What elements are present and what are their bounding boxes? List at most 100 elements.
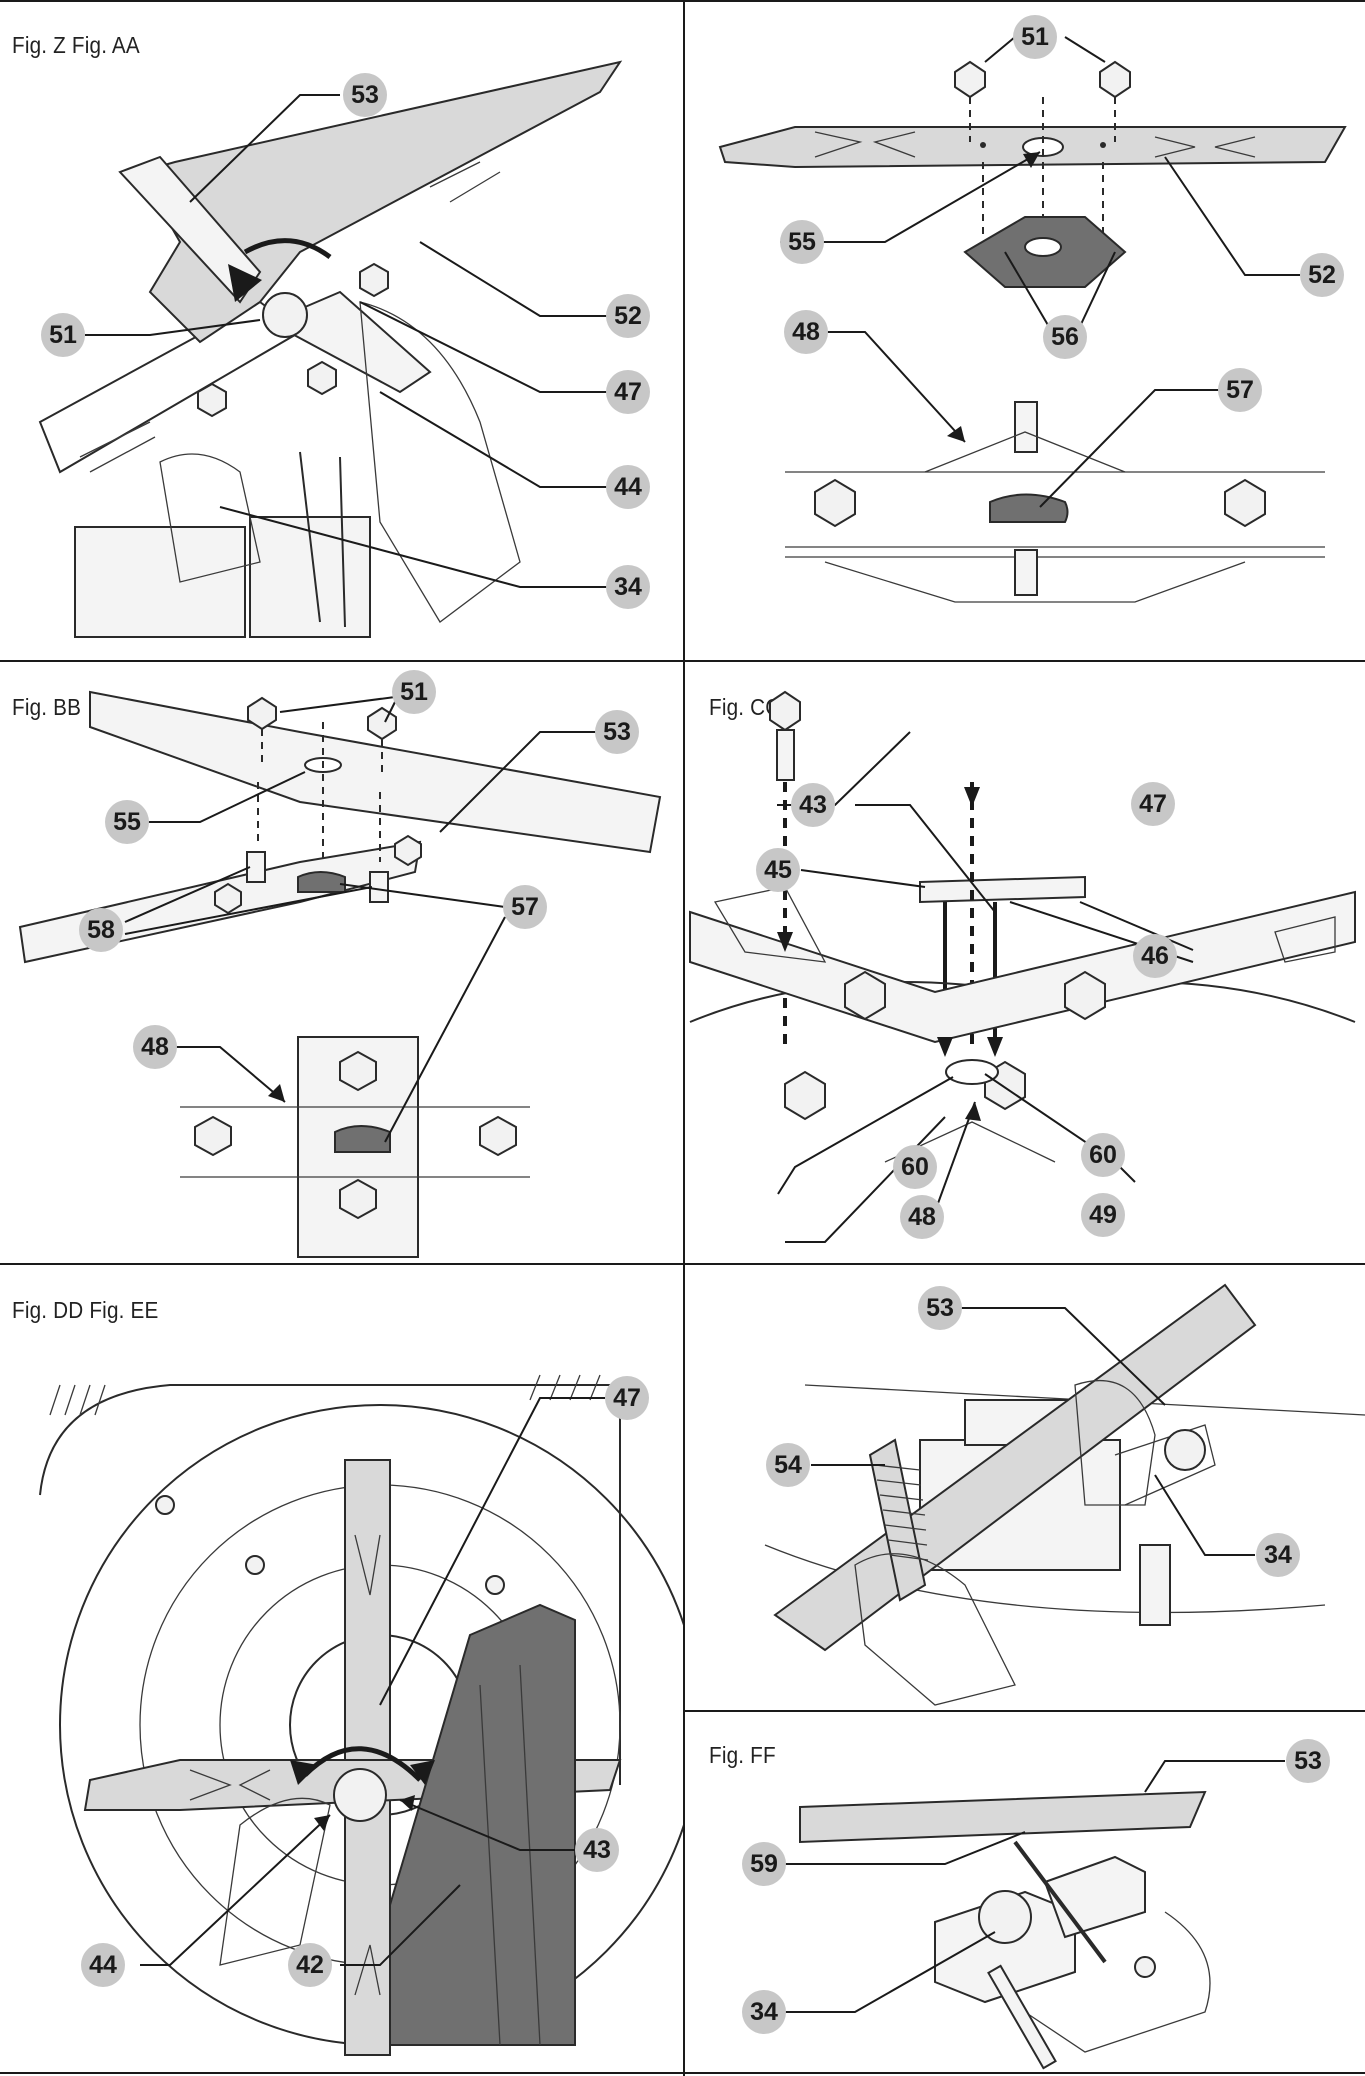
callout-52-text: 52 [614, 302, 642, 330]
leader-58a [124, 866, 251, 923]
callout-51-text: 51 [1021, 23, 1049, 51]
callout-42: 42 [288, 1943, 332, 1987]
callout-46-text: 46 [1141, 942, 1169, 970]
callout-34: 34 [1256, 1533, 1300, 1577]
leader-53 [961, 1307, 1166, 1406]
callout-45-text: 45 [764, 856, 792, 884]
callout-57-text: 57 [1226, 376, 1254, 404]
callout-53-text: 53 [603, 718, 631, 746]
blade-sharpen-illustration: 53 54 34 [764, 1283, 1365, 1706]
callout-51: 51 [392, 670, 436, 714]
blade-parts-illustration: 51 55 52 56 48 57 [718, 15, 1347, 603]
callout-34: 34 [606, 565, 650, 609]
leader-52 [1164, 156, 1300, 276]
callout-34: 34 [742, 1990, 786, 2034]
callout-57-text: 57 [511, 893, 539, 921]
panel-fig-dd-ee: Fig. DD Fig. EE [0, 1265, 683, 2072]
leader-43 [399, 1799, 575, 1851]
blade-removal-illustration: 53 52 51 47 44 34 [38, 60, 650, 638]
callout-51-text: 51 [400, 678, 428, 706]
callout-52: 52 [606, 294, 650, 338]
row-divider-1 [0, 660, 1365, 662]
callout-51-text: 51 [49, 321, 77, 349]
callout-43-text: 43 [799, 791, 827, 819]
callout-57: 57 [1218, 368, 1262, 412]
callout-53: 53 [918, 1286, 962, 1330]
callout-44-text: 44 [614, 473, 642, 501]
callout-47-text: 47 [614, 378, 642, 406]
leader-55 [147, 771, 306, 823]
leader-47 [855, 804, 996, 913]
callout-60a: 60 [893, 1145, 937, 1189]
callout-45: 45 [756, 848, 800, 892]
callout-42-text: 42 [296, 1951, 324, 1979]
bolt-install-illustration: 43 47 45 46 60 60 48 49 [689, 690, 1356, 1243]
callout-56: 56 [1043, 315, 1087, 359]
callout-51: 51 [41, 313, 85, 357]
leader-59 [785, 1831, 1026, 1865]
callout-55: 55 [780, 220, 824, 264]
callout-43-text: 43 [583, 1836, 611, 1864]
callout-48: 48 [900, 1195, 944, 1239]
panel-fig-z-aa: Fig. Z Fig. AA [0, 2, 683, 660]
leader-52 [419, 241, 610, 317]
callout-53-text: 53 [926, 1294, 954, 1322]
leader-57a [339, 883, 506, 908]
callout-44-text: 44 [89, 1951, 117, 1979]
leader-48 [175, 1046, 286, 1103]
callout-52-text: 52 [1308, 261, 1336, 289]
callout-60b-text: 60 [1089, 1141, 1117, 1169]
callout-47-text: 47 [613, 1384, 641, 1412]
callout-53-text: 53 [351, 81, 379, 109]
leader-45 [800, 869, 926, 888]
blade-balance-illustration: 53 59 34 [742, 1739, 1330, 2070]
callout-34-text: 34 [614, 573, 642, 601]
leader-58b [124, 886, 373, 935]
callout-55: 55 [105, 800, 149, 844]
leader-47 [359, 301, 610, 393]
callout-48-text: 48 [908, 1203, 936, 1231]
callout-49: 49 [1081, 1193, 1125, 1237]
leader-51a [984, 36, 1016, 63]
callout-48: 48 [133, 1025, 177, 1069]
panel-label: Fig. BB [12, 694, 82, 720]
leader-44 [379, 391, 610, 488]
leader-34 [785, 1931, 996, 2013]
leader-51a [279, 696, 396, 713]
callout-57: 57 [503, 885, 547, 929]
callout-58-text: 58 [87, 916, 115, 944]
panel-fig-cc: Fig. CC [685, 662, 1365, 1263]
callout-53: 53 [595, 710, 639, 754]
top-border [0, 0, 1365, 2]
callout-60a-text: 60 [901, 1153, 929, 1181]
leader-56a [1004, 251, 1056, 338]
blade-install-illustration: 51 53 55 58 57 48 [18, 670, 662, 1258]
callout-54-text: 54 [774, 1451, 802, 1479]
callout-53: 53 [343, 73, 387, 117]
callout-59: 59 [742, 1842, 786, 1886]
callout-48-text: 48 [792, 318, 820, 346]
callout-56-text: 56 [1051, 323, 1079, 351]
row-divider-3 [683, 1710, 1365, 1712]
leader-57b [384, 916, 506, 1143]
callout-53: 53 [1286, 1739, 1330, 1783]
callout-34-text: 34 [1264, 1541, 1292, 1569]
panel-label: Fig. DD Fig. EE [12, 1297, 159, 1323]
leader-42 [340, 1884, 461, 1966]
vertical-divider [683, 0, 685, 2076]
panel-blade-sharpen: 53 54 34 [685, 1265, 1365, 1710]
callout-47: 47 [605, 1376, 649, 1420]
callout-49-text: 49 [1089, 1201, 1117, 1229]
leader-34 [1154, 1474, 1255, 1556]
callout-43: 43 [575, 1828, 619, 1872]
leader-49 [932, 1101, 976, 1218]
leader-47 [379, 1397, 605, 1706]
callout-53-text: 53 [1294, 1747, 1322, 1775]
leader-34 [219, 506, 610, 588]
leader-48 [810, 331, 966, 443]
leader-53 [189, 94, 340, 203]
callout-52: 52 [1300, 253, 1344, 297]
leader-60a [777, 1076, 954, 1195]
leader-46a [1079, 901, 1194, 951]
